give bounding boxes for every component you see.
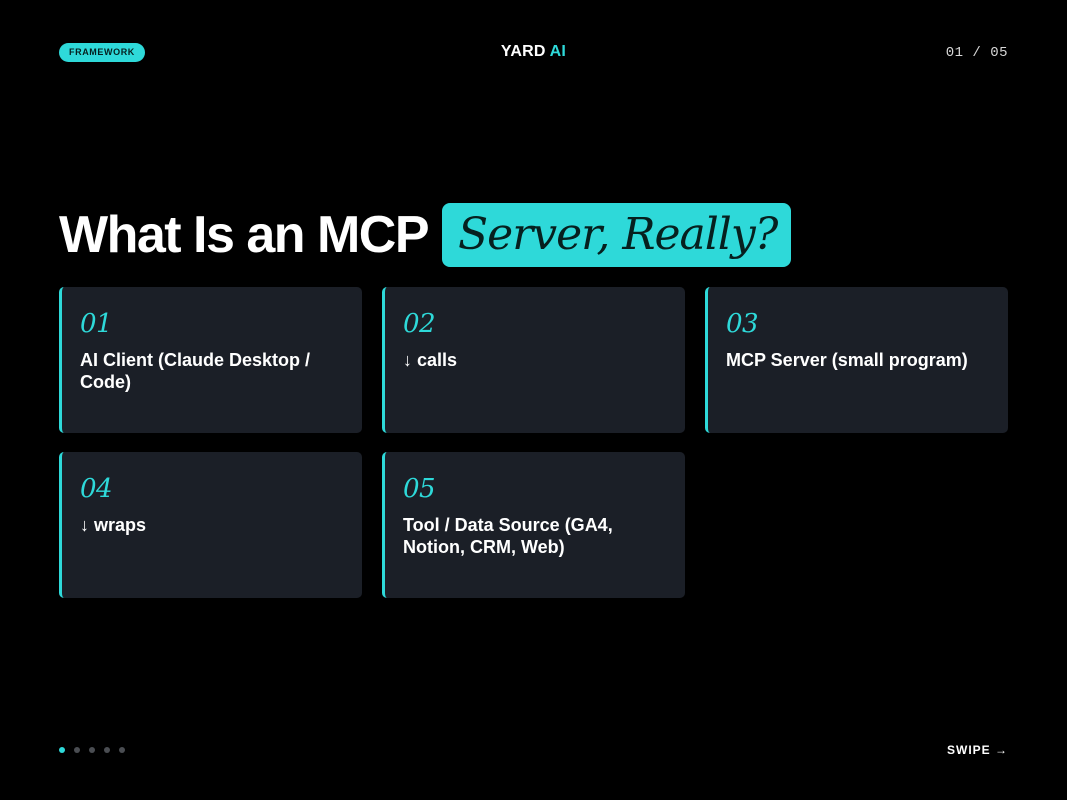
framework-tag: FRAMEWORK <box>59 43 145 62</box>
step-card-04: 04 ↓ wraps <box>59 452 362 598</box>
step-card-05: 05 Tool / Data Source (GA4, Notion, CRM,… <box>382 452 685 598</box>
slide-title: What Is an MCP Server, Really? <box>59 203 792 267</box>
title-highlight: Server, Really? <box>442 203 792 267</box>
brand-logo: YARD AI <box>0 42 1067 62</box>
step-text: Tool / Data Source (GA4, Notion, CRM, We… <box>403 515 613 557</box>
page-counter: 01 / 05 <box>945 45 1008 61</box>
step-text: ↓ calls <box>403 350 458 370</box>
page-dot-5[interactable] <box>119 747 125 753</box>
step-text: ↓ wraps <box>80 515 147 535</box>
brand-name: YARD <box>500 43 546 60</box>
step-number: 05 <box>403 474 436 504</box>
title-plain: What Is an MCP <box>59 206 430 264</box>
page-dot-3[interactable] <box>89 747 95 753</box>
page-dot-2[interactable] <box>74 747 80 753</box>
step-text: AI Client (Claude Desktop / Code) <box>80 350 311 392</box>
pagination-dots <box>59 747 125 753</box>
step-number: 04 <box>80 474 113 504</box>
step-number: 02 <box>403 309 436 339</box>
swipe-hint[interactable]: SWIPE → <box>946 743 1008 757</box>
brand-accent: AI <box>549 43 567 60</box>
step-number: 03 <box>726 309 759 339</box>
page-dot-4[interactable] <box>104 747 110 753</box>
step-text: MCP Server (small program) <box>726 350 968 370</box>
step-card-02: 02 ↓ calls <box>382 287 685 433</box>
step-card-01: 01 AI Client (Claude Desktop / Code) <box>59 287 362 433</box>
step-card-03: 03 MCP Server (small program) <box>705 287 1008 433</box>
step-number: 01 <box>80 309 113 339</box>
page-dot-1[interactable] <box>59 747 65 753</box>
